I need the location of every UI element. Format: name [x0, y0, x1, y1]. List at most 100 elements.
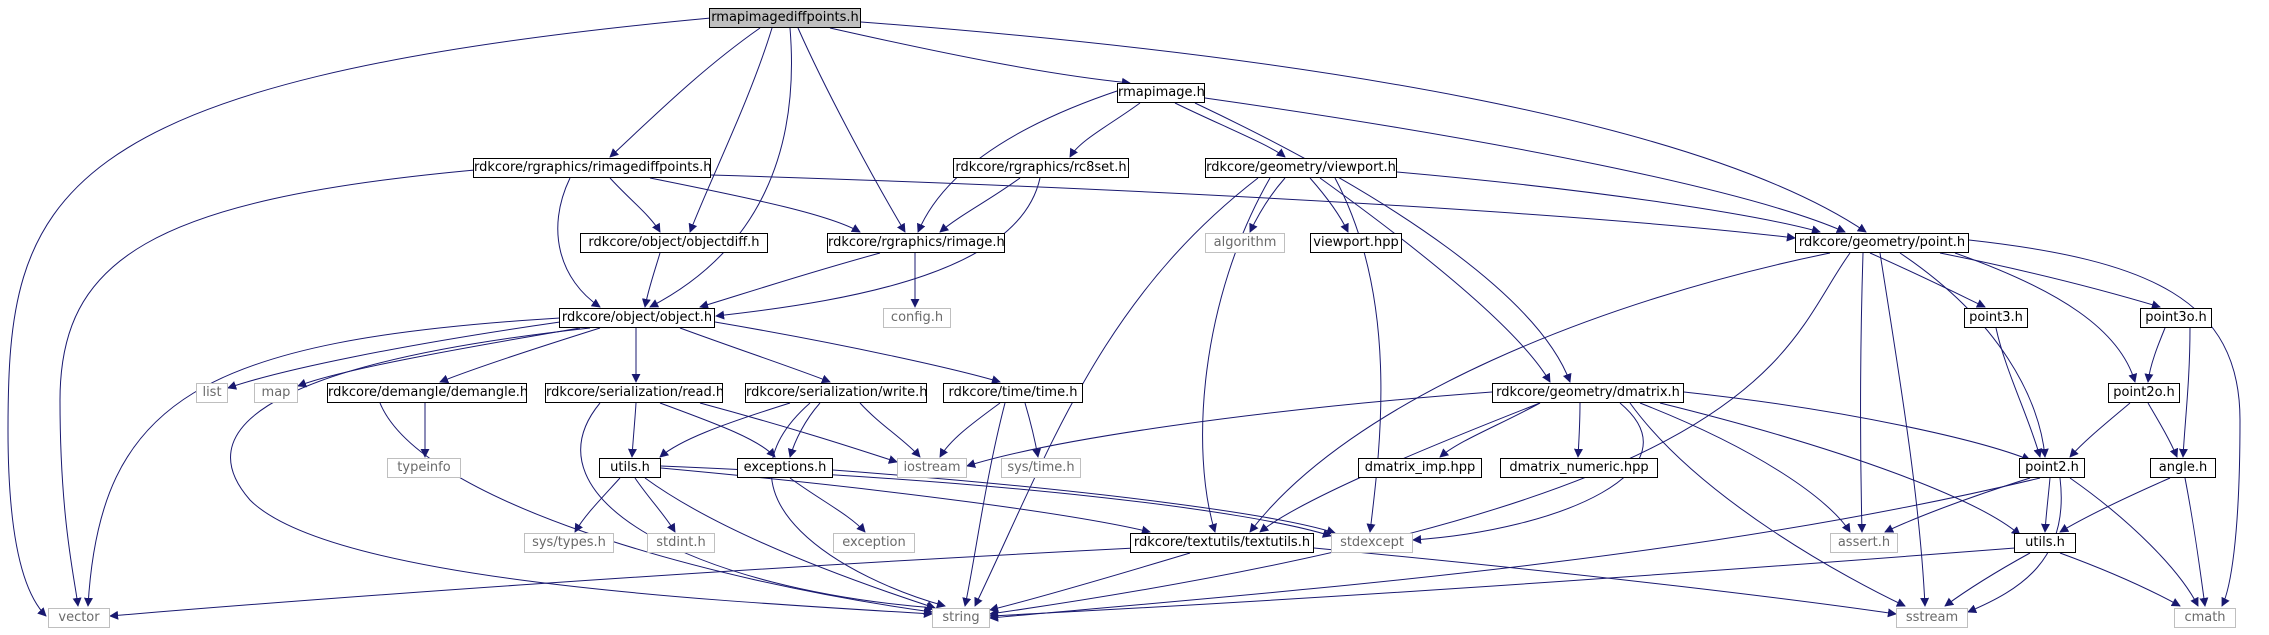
node-viewport-h[interactable]: rdkcore/geometry/viewport.h — [1205, 158, 1397, 178]
node-rc8set-h[interactable]: rdkcore/rgraphics/rc8set.h — [953, 158, 1129, 178]
edge-dmatrix-to-sstream — [1629, 402, 1906, 607]
node-viewport-hpp[interactable]: viewport.hpp — [1310, 233, 1402, 253]
edge-utils-ser-to-stdint — [634, 477, 676, 533]
node-stdexcept[interactable]: stdexcept — [1331, 533, 1413, 553]
edge-viewport-to-viewporthpp — [1309, 177, 1349, 233]
edge-rmapimagediffpoints-to-objectdiff — [688, 27, 773, 233]
node-iostream[interactable]: iostream — [897, 458, 967, 478]
edge-write-to-exceptions — [787, 402, 821, 458]
edge-object-to-string — [230, 327, 933, 619]
edge-object-to-time — [714, 321, 1001, 384]
node-rimage-h[interactable]: rdkcore/rgraphics/rimage.h — [827, 233, 1005, 253]
edge-rimagediffpoints-to-vector — [59, 169, 476, 607]
edge-utils-geo-to-sstream — [1944, 552, 2031, 607]
node-sstream[interactable]: sstream — [1896, 608, 1968, 628]
node-exception[interactable]: exception — [833, 533, 915, 553]
node-rmapimagediffpoints-h[interactable]: rmapimagediffpoints.h — [709, 8, 861, 28]
node-exceptions-h[interactable]: exceptions.h — [737, 458, 833, 478]
edge-write-to-iostream — [859, 402, 921, 458]
node-utils-h-geometry[interactable]: utils.h — [2014, 533, 2076, 553]
node-config-h[interactable]: config.h — [883, 308, 951, 328]
edge-point2o-to-angle — [2147, 402, 2179, 458]
edge-object-to-demangle — [439, 327, 601, 384]
edge-rimagediffpoints-to-rimage — [649, 177, 861, 233]
node-vector[interactable]: vector — [48, 608, 110, 628]
edge-point-to-point2o — [1954, 252, 2138, 383]
node-dmatrix-h[interactable]: rdkcore/geometry/dmatrix.h — [1492, 383, 1684, 403]
node-rmapimage-h[interactable]: rmapimage.h — [1117, 83, 1205, 103]
edge-utils-geo-to-string — [989, 547, 2016, 621]
edge-rmapimagediffpoints-to-rimage — [797, 27, 906, 233]
edge-angle-to-utils-geo — [2059, 477, 2171, 533]
edge-textutils-to-string — [989, 552, 1191, 613]
node-stdint-h[interactable]: stdint.h — [647, 533, 715, 553]
node-utils-h-serialization[interactable]: utils.h — [599, 458, 661, 478]
edge-point3o-to-point2o — [2144, 327, 2166, 383]
node-sys-time-h[interactable]: sys/time.h — [1001, 458, 1081, 478]
node-rimagediffpoints-h[interactable]: rdkcore/rgraphics/rimagediffpoints.h — [473, 158, 711, 178]
node-textutils-h[interactable]: rdkcore/textutils/textutils.h — [1130, 533, 1314, 553]
node-assert-h[interactable]: assert.h — [1830, 533, 1898, 553]
edge-point-to-sstream — [1879, 252, 1930, 607]
node-point-h[interactable]: rdkcore/geometry/point.h — [1795, 233, 1969, 253]
node-typeinfo[interactable]: typeinfo — [387, 458, 461, 478]
edge-dmatrix-to-point2 — [1683, 391, 2031, 462]
edge-point2-to-assert — [1884, 477, 2031, 533]
edge-rmapimage-to-viewport — [1174, 102, 1286, 158]
edge-angle-to-cmath — [2184, 477, 2209, 607]
edge-dmatrix-to-stdexcept — [1412, 402, 1644, 544]
node-object-h[interactable]: rdkcore/object/object.h — [559, 308, 715, 328]
edge-object-to-write — [679, 327, 831, 384]
edge-rimagediffpoints-to-objectdiff — [609, 177, 661, 233]
node-cmath[interactable]: cmath — [2174, 608, 2236, 628]
edge-rmapimage-to-rimage — [917, 89, 1121, 233]
edge-textutils-to-sstream — [1313, 547, 1897, 618]
node-point3-h[interactable]: point3.h — [1964, 308, 2028, 328]
edge-time-to-string — [962, 402, 1006, 607]
edge-point-to-point3o — [1939, 252, 2161, 309]
edge-dmatrix-to-dmatrixnumeric — [1573, 402, 1583, 458]
edge-textutils-to-vector — [109, 547, 1136, 620]
edge-point-to-point2 — [1899, 252, 2049, 458]
edge-rmapimage-to-point — [1204, 97, 1846, 233]
edge-dmatrix-to-dmatriximp — [1439, 402, 1541, 458]
node-map[interactable]: map — [254, 383, 298, 403]
node-dmatrix-numeric-hpp[interactable]: dmatrix_numeric.hpp — [1500, 458, 1658, 478]
node-point3o-h[interactable]: point3o.h — [2140, 308, 2212, 328]
edge-time-to-systime — [1024, 402, 1042, 458]
node-time-h[interactable]: rdkcore/time/time.h — [943, 383, 1083, 403]
edge-objectdiff-to-object — [641, 252, 661, 308]
edge-demangle-to-string — [379, 402, 933, 616]
node-demangle-h[interactable]: rdkcore/demangle/demangle.h — [327, 383, 528, 403]
edge-point-to-point3 — [1869, 252, 1986, 308]
edge-object-to-map — [297, 327, 581, 388]
edge-viewport-to-dmatrix — [1319, 177, 1551, 383]
edge-read-to-utils — [627, 402, 637, 458]
node-point2o-h[interactable]: point2o.h — [2108, 383, 2180, 403]
edge-viewport-to-point — [1396, 171, 1821, 235]
edge-rmapimagediffpoints-to-rmapimage — [829, 27, 1131, 87]
node-dmatrix-imp-hpp[interactable]: dmatrix_imp.hpp — [1358, 458, 1482, 478]
node-sys-types-h[interactable]: sys/types.h — [524, 533, 614, 553]
node-algorithm[interactable]: algorithm — [1205, 233, 1285, 253]
edge-object-to-list — [227, 321, 561, 390]
edge-dmatrix-to-iostream — [966, 391, 1493, 468]
node-angle-h[interactable]: angle.h — [2150, 458, 2216, 478]
edge-point-to-textutils — [1249, 252, 1831, 533]
node-string[interactable]: string — [932, 608, 990, 628]
dependency-edges — [7, 17, 2241, 622]
edge-rmapimagediffpoints-to-point — [860, 21, 1867, 233]
edge-point-to-string — [989, 252, 1851, 618]
node-write-h[interactable]: rdkcore/serialization/write.h — [745, 383, 927, 403]
node-point2-h[interactable]: point2.h — [2019, 458, 2085, 478]
node-read-h[interactable]: rdkcore/serialization/read.h — [545, 383, 724, 403]
edge-read-to-exceptions — [659, 402, 776, 458]
node-objectdiff-h[interactable]: rdkcore/object/objectdiff.h — [580, 233, 768, 253]
edge-write-to-utils — [659, 402, 791, 458]
edge-dmatrix-to-utils-geo — [1659, 402, 2021, 536]
edge-point2-to-cmath — [2069, 477, 2199, 607]
edge-point2-to-string — [989, 477, 2041, 622]
edge-rimagediffpoints-to-object — [557, 177, 601, 308]
node-list[interactable]: list — [196, 383, 228, 403]
